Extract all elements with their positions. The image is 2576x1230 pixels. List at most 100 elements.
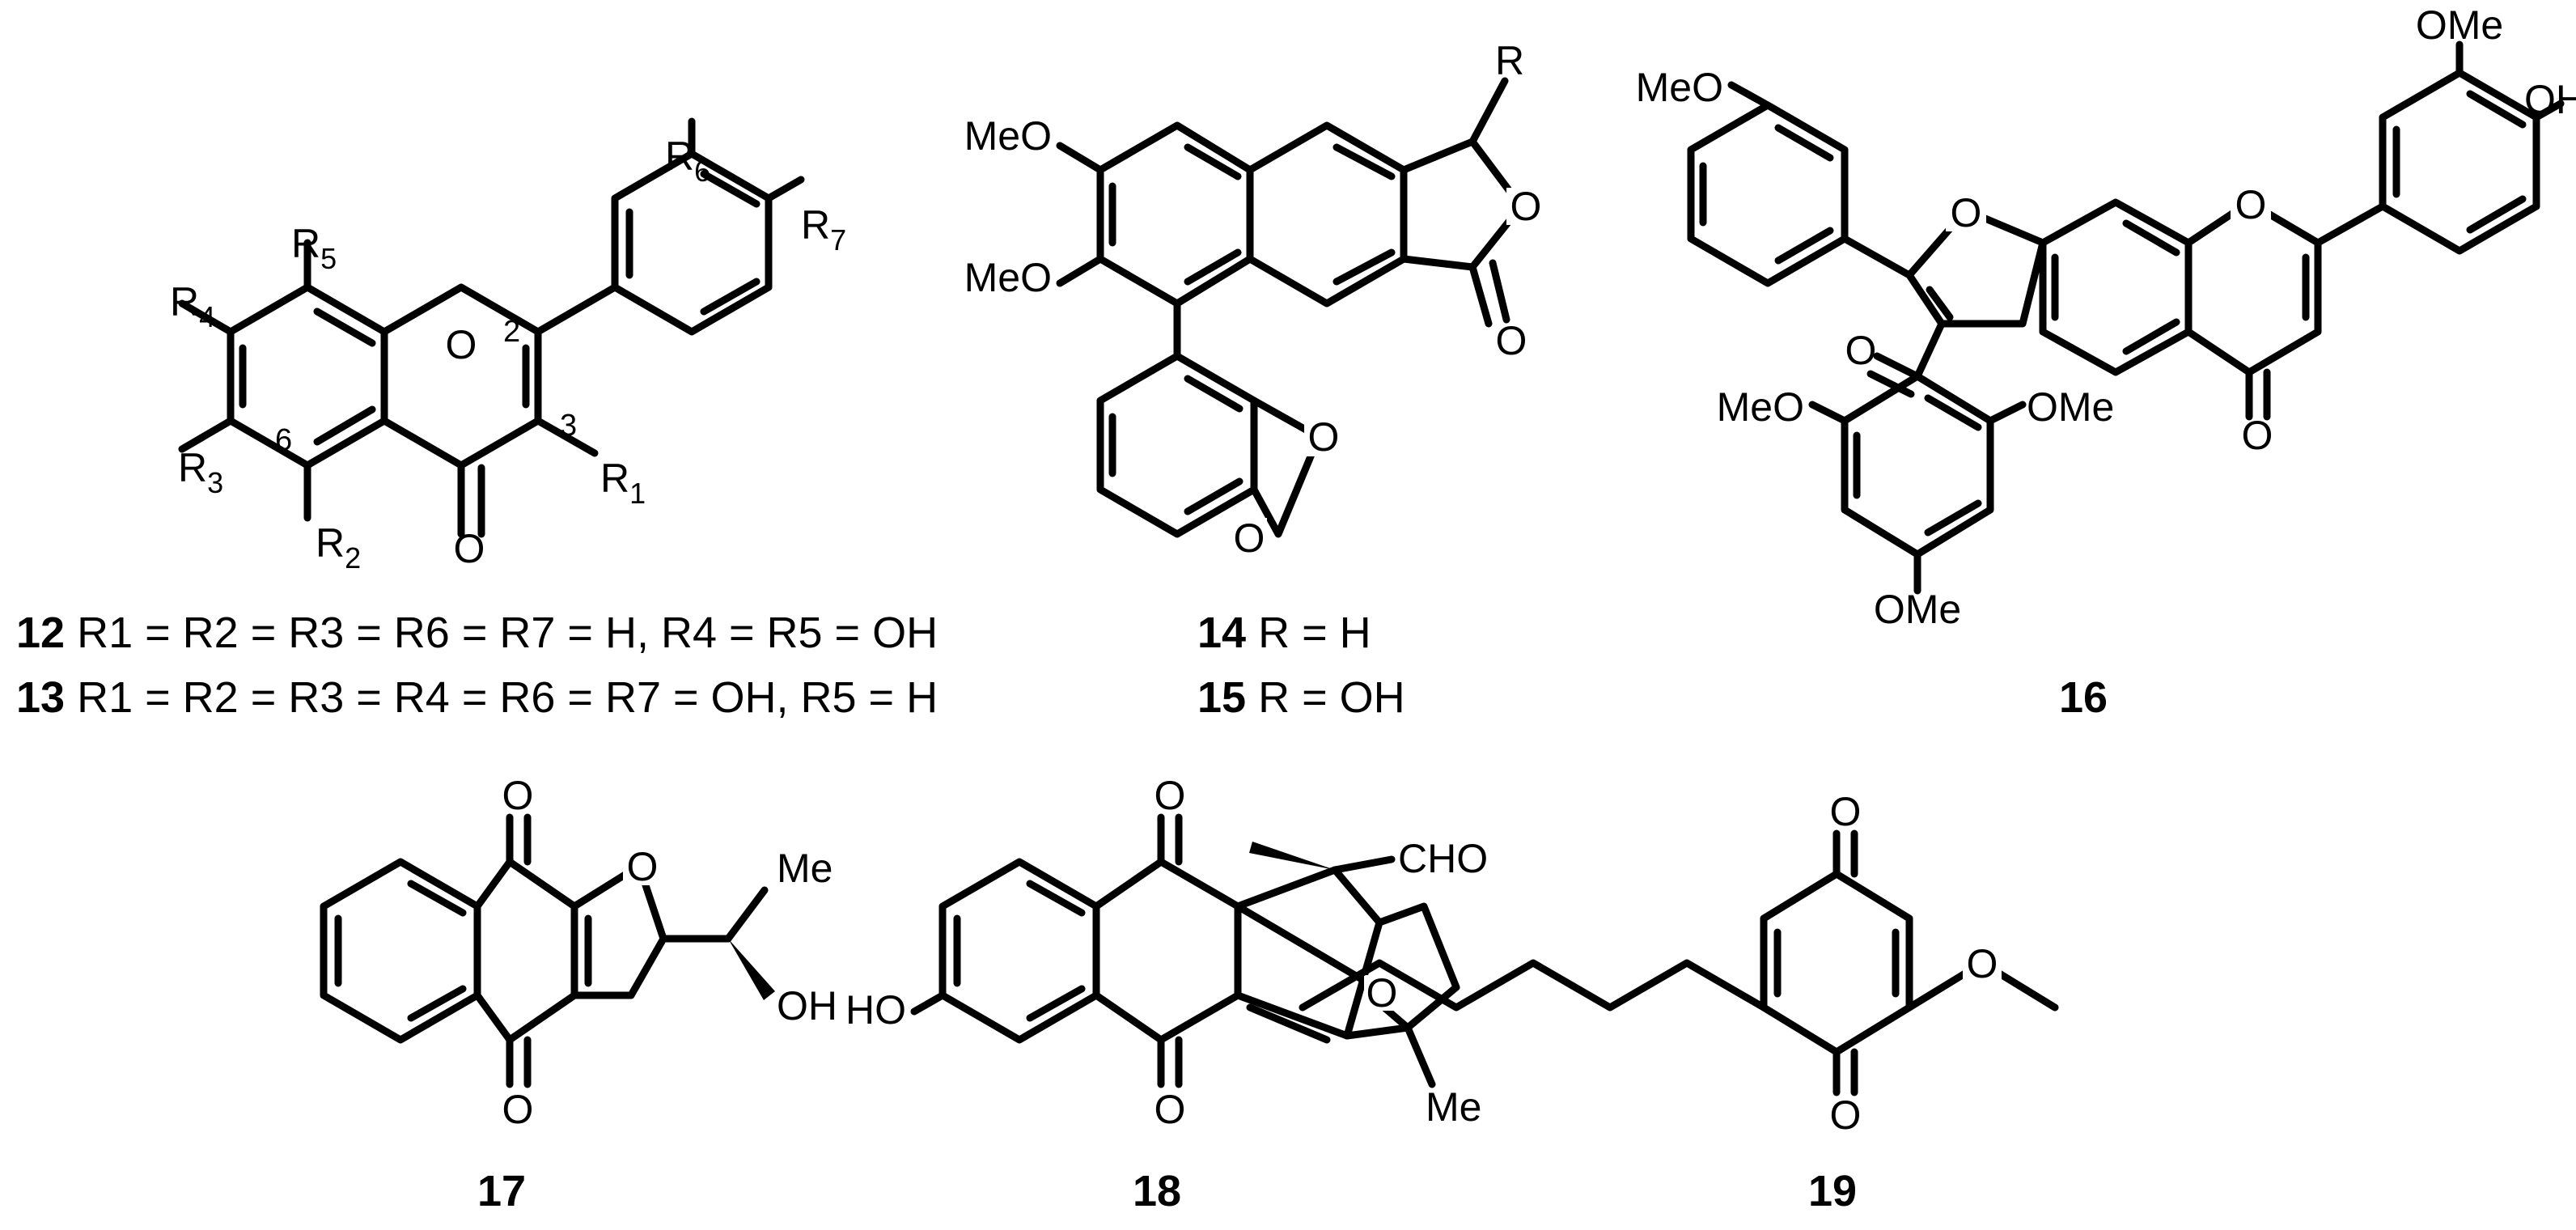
- bond-r4: [178, 299, 235, 336]
- atom-o: O: [1510, 184, 1542, 229]
- label-mask: [1963, 945, 2002, 982]
- bond-ether-bridge: [1234, 902, 1379, 991]
- bond-double: [1926, 286, 1954, 321]
- bond-double: [2466, 90, 2527, 129]
- substituent-label: R1: [600, 456, 646, 510]
- position-label: 6: [275, 423, 292, 457]
- bond-methyl: [1404, 1024, 1436, 1088]
- bond-ring-anisyl: [1687, 101, 1849, 287]
- bond-ring-left: [1096, 121, 1254, 308]
- bond-double: [313, 405, 376, 446]
- atom-o: O: [1155, 773, 1186, 818]
- atom-o: O: [1234, 515, 1265, 561]
- substituent-label: R5: [291, 221, 337, 275]
- label-mask: [623, 848, 662, 885]
- atom-o: O: [454, 526, 485, 571]
- atom-oh: OH: [777, 983, 837, 1029]
- bond-ring-phenol: [938, 858, 1100, 1044]
- bond-double: [1026, 880, 1086, 917]
- substituent-label: R3: [178, 445, 223, 499]
- compound-16-caption: 16: [2059, 673, 2108, 722]
- atom-r: R: [1495, 38, 1524, 83]
- structure-lignan-14-15: R O O MeO MeO O O 14 R = H 15 R = OH: [964, 38, 1545, 722]
- atom-oh: OH: [2524, 77, 2576, 122]
- bond-ring-quinone: [473, 858, 578, 1044]
- bond-ring-quinone: [1760, 870, 1913, 1056]
- bond-ome: [1056, 255, 1104, 287]
- substituent-label: R7: [801, 202, 846, 257]
- bond-pentyl-chain: [1299, 959, 1768, 1012]
- structure-furochromone-16: MeO O O O OMe OH O MeO OMe OMe 16: [1636, 2, 2576, 722]
- bond-double: [2122, 219, 2180, 257]
- atom-o: O: [1830, 1092, 1862, 1138]
- bond-ring-central: [2039, 198, 2193, 376]
- compound-18-caption: 18: [1133, 1167, 1181, 1215]
- bond-double: [1924, 394, 1982, 431]
- atom-meo: MeO: [964, 255, 1052, 300]
- bond-aryl: [2314, 202, 2387, 247]
- bond-ring-guaiacyl: [2379, 69, 2540, 255]
- atom-o: O: [1496, 318, 1527, 363]
- bond-r1: [534, 417, 599, 457]
- atom-meo: MeO: [1717, 384, 1804, 430]
- label-mask: [441, 325, 481, 363]
- label-mask: [1364, 975, 1400, 1011]
- bond-ome: [1056, 142, 1104, 174]
- bond-carbonyl: [1468, 263, 1493, 328]
- atom-o: O: [502, 1087, 534, 1132]
- structure-benzoquinone-19: O O O 19: [1299, 789, 2059, 1215]
- atom-ome: OMe: [2027, 384, 2114, 430]
- bond-ome: [1986, 401, 2027, 425]
- atom-o: O: [502, 773, 534, 818]
- compound-15-caption: 15 R = OH: [1197, 673, 1405, 722]
- bond-aryl: [534, 283, 619, 336]
- bond-ring-middle: [1246, 121, 1408, 308]
- bond-ring-middle: [1092, 858, 1242, 1044]
- compound-12-caption: 12 R1 = R2 = R3 = R6 = R7 = H, R4 = R5 =…: [16, 609, 938, 657]
- bond-methyl: [724, 886, 769, 943]
- label-mask: [1230, 518, 1267, 555]
- atom-o: O: [627, 844, 659, 889]
- bond-oh: [2532, 100, 2565, 121]
- bond-double: [2122, 318, 2180, 355]
- bond-ring-a: [227, 283, 388, 469]
- atom-o: O: [2235, 182, 2267, 227]
- atom-o: O: [1951, 190, 1982, 235]
- bond-ome: [1727, 81, 1772, 109]
- atom-o: O: [1308, 414, 1340, 460]
- substituent-label: R4: [170, 279, 215, 333]
- bond-carbonyl: [1489, 259, 1510, 324]
- atom-ome: OMe: [1874, 587, 1961, 632]
- bond-ring-c: [380, 283, 542, 469]
- bond-double: [1026, 985, 1086, 1022]
- atom-o: O: [1845, 328, 1877, 373]
- substituent-label: R2: [316, 520, 361, 575]
- bond-ring-aryl: [1096, 352, 1258, 538]
- structure-naphthofurandione-17: O O O Me OH 17: [320, 773, 837, 1215]
- bond-carbonyl: [1866, 370, 1915, 398]
- position-label: 2: [503, 315, 520, 349]
- bond-double: [700, 170, 761, 208]
- bond-ring-trimethoxy: [1841, 372, 1994, 558]
- compound-13-caption: 13 R1 = R2 = R3 = R4 = R6 = R7 = OH, R5 …: [16, 673, 938, 722]
- bond-oh: [910, 991, 947, 1016]
- bond-cho: [1331, 855, 1396, 874]
- atom-ho: HO: [845, 987, 906, 1033]
- bond-double: [700, 278, 761, 316]
- atom-o: O: [446, 322, 477, 367]
- position-label: 3: [560, 409, 577, 443]
- bond-double: [1774, 124, 1834, 162]
- bond-double: [407, 880, 467, 917]
- label-mask: [1946, 194, 1986, 231]
- atom-cho: CHO: [1398, 836, 1488, 881]
- bond-double: [313, 308, 376, 347]
- label-mask: [2231, 186, 2271, 223]
- atom-o: O: [2242, 413, 2273, 458]
- bond-double: [1184, 477, 1244, 515]
- compound-19-caption: 19: [1808, 1167, 1857, 1215]
- bond-cyclopentane: [1343, 902, 1460, 1040]
- bond-pyranone: [2184, 198, 2322, 376]
- atom-meo: MeO: [1636, 65, 1723, 110]
- bond-double: [1184, 248, 1242, 286]
